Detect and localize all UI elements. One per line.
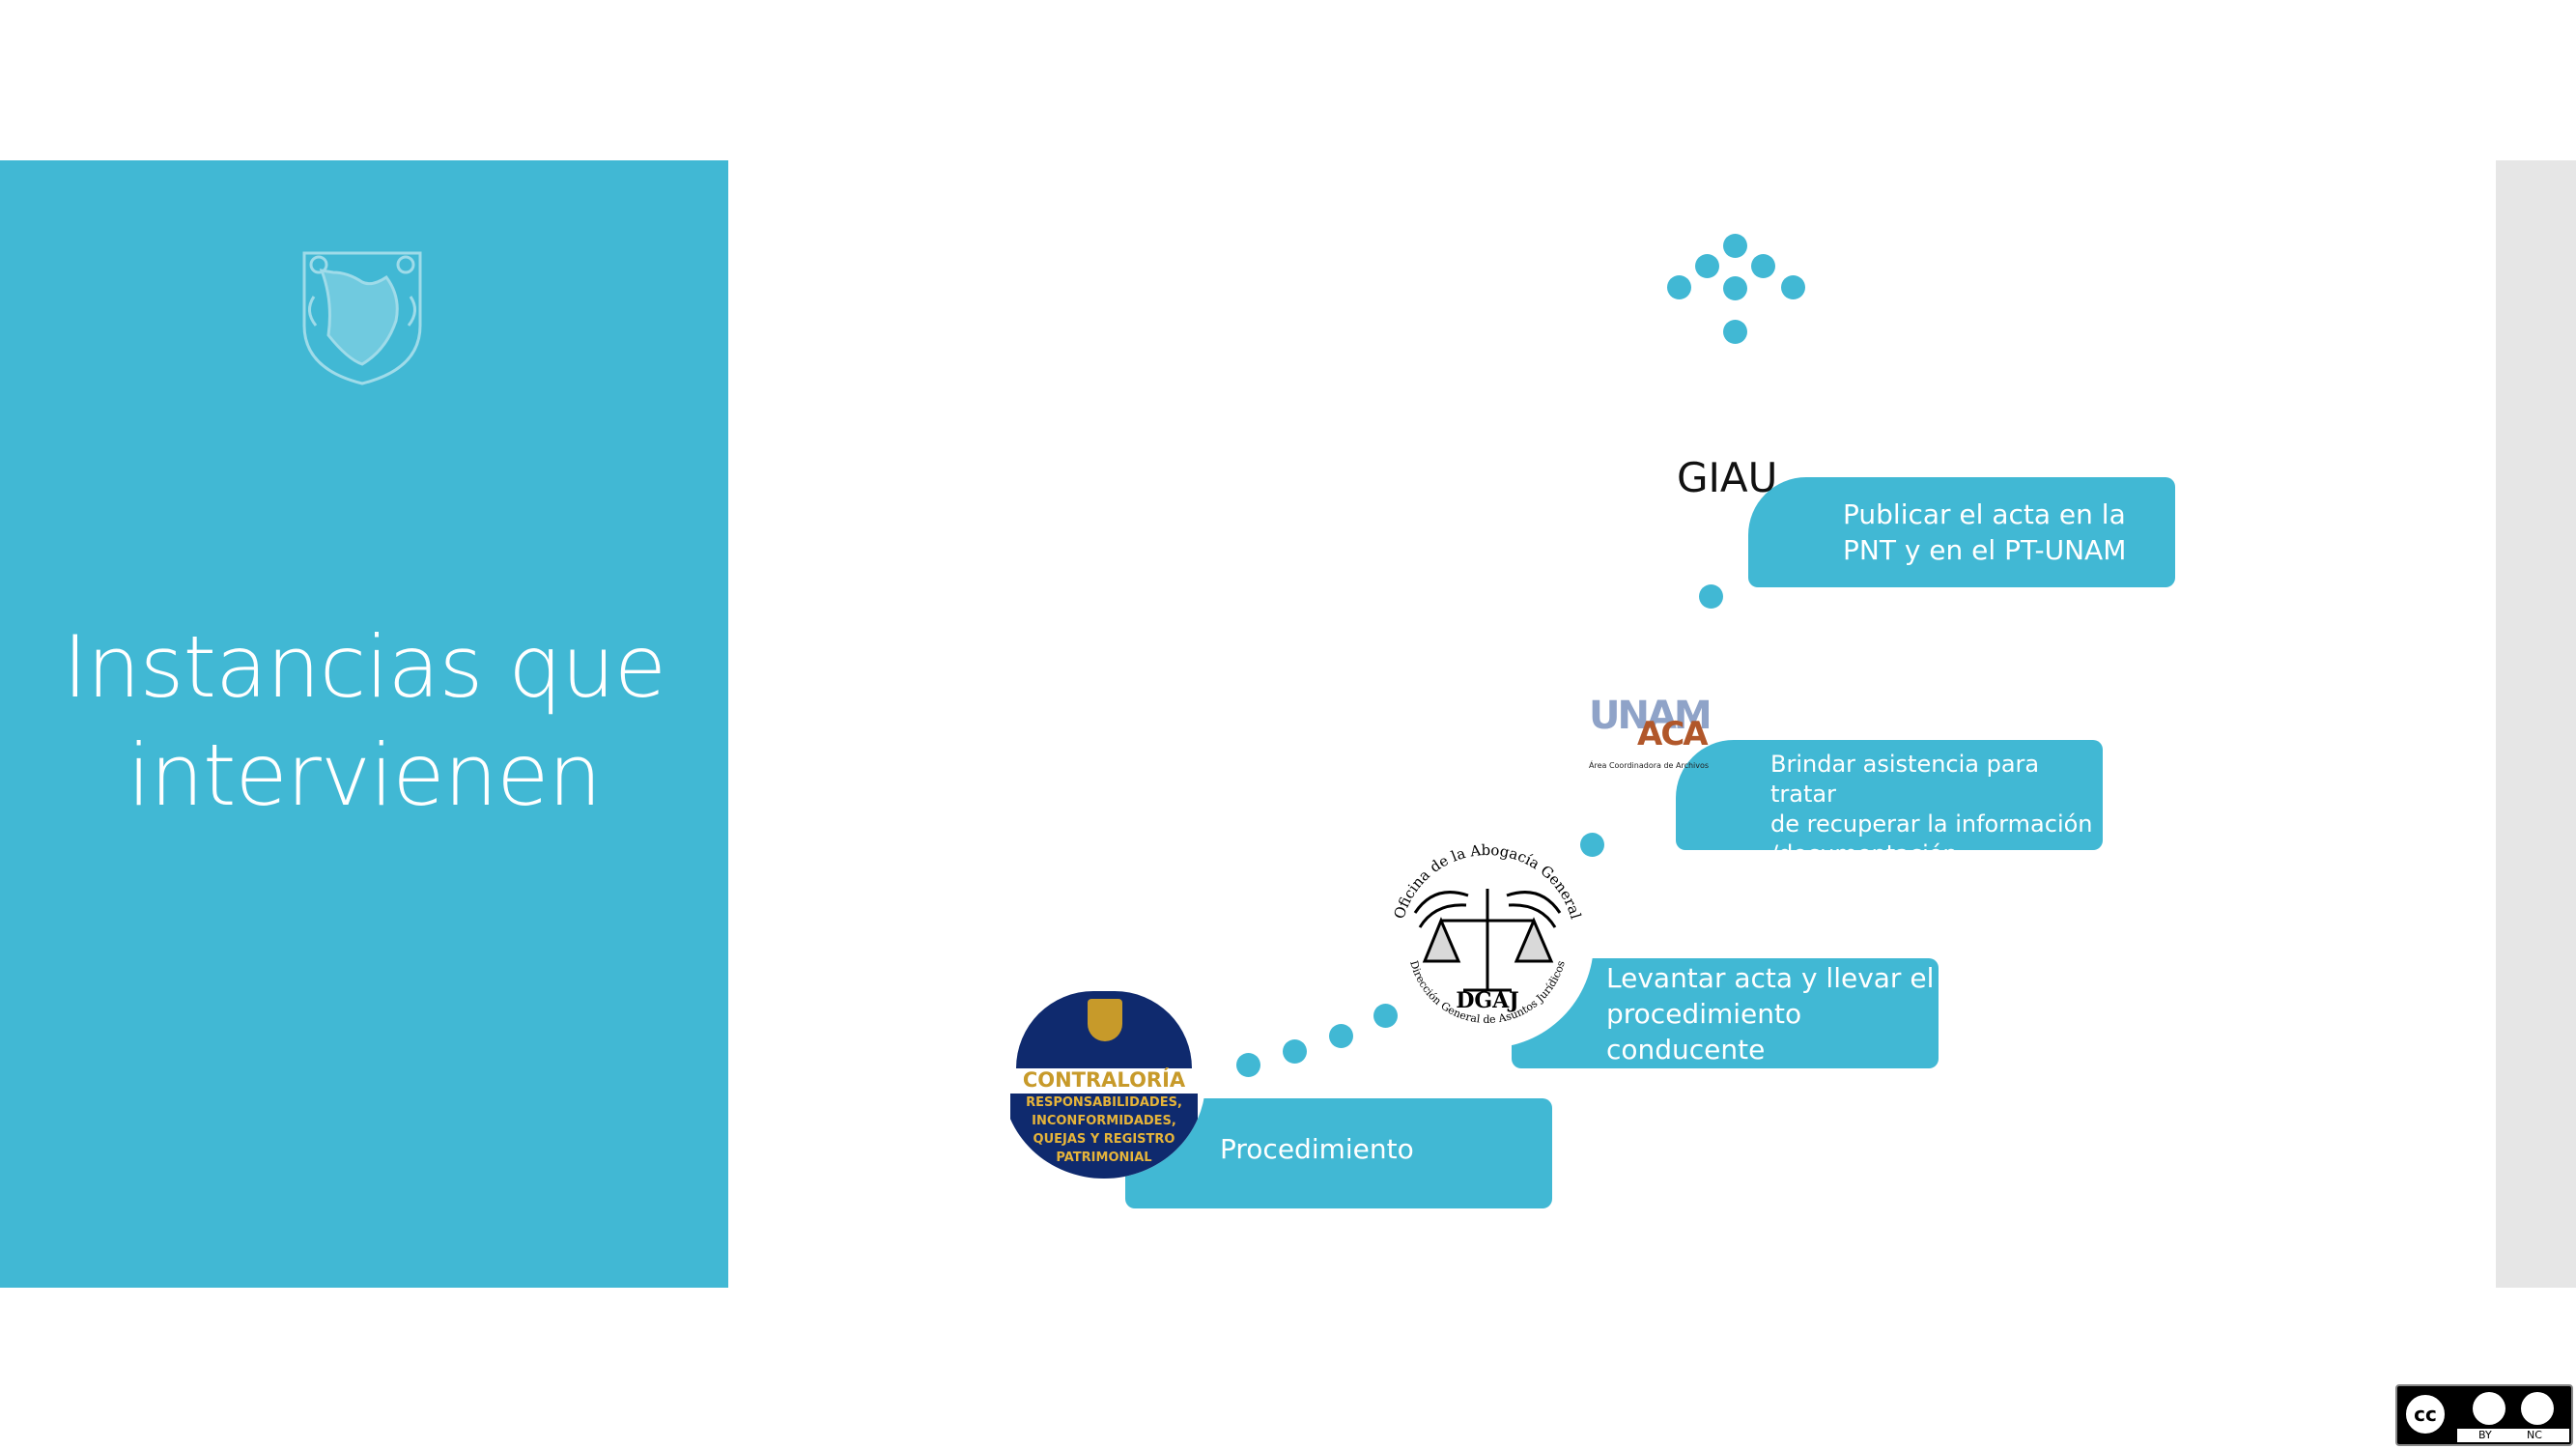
arrow-dot bbox=[1751, 254, 1775, 278]
nc-dollar-icon bbox=[2521, 1392, 2554, 1425]
license-by-label: BY bbox=[2478, 1429, 2492, 1441]
step-label: Procedimiento bbox=[1220, 1133, 1414, 1165]
contraloria-line: QUEJAS Y REGISTRO bbox=[1033, 1132, 1175, 1147]
dgaj-logo: Oficina de la Abogacía General Dirección… bbox=[1381, 836, 1594, 1048]
arrow-dot bbox=[1723, 276, 1747, 300]
arrow-dot bbox=[1723, 234, 1747, 258]
right-edge-strip bbox=[2496, 160, 2576, 1288]
connector-dot bbox=[1283, 1039, 1307, 1064]
contraloria-line: PATRIMONIAL bbox=[1056, 1151, 1152, 1165]
arrow-dot bbox=[1781, 275, 1805, 299]
cc-icon: cc bbox=[2403, 1392, 2448, 1436]
contraloria-logo: CONTRALORÍA RESPONSABILIDADES, INCONFORM… bbox=[1003, 985, 1205, 1179]
connector-dot bbox=[1580, 833, 1604, 857]
connector-dot bbox=[1329, 1024, 1353, 1048]
giau-label: GIAU bbox=[1677, 454, 1778, 501]
arrow-dot bbox=[1667, 275, 1691, 299]
aca-word-aca: ACA bbox=[1637, 715, 1709, 753]
unam-seal-icon bbox=[302, 251, 422, 385]
aca-logo: UNAM ACA Área Coordinadora de Archivos bbox=[1589, 694, 1734, 781]
aca-word-unam: UNAM bbox=[1589, 694, 1713, 738]
step-label: Publicar el acta en la PNT y en el PT-UN… bbox=[1843, 498, 2127, 566]
contraloria-line: INCONFORMIDADES, bbox=[1032, 1114, 1176, 1128]
license-nc-label: NC bbox=[2527, 1429, 2542, 1441]
by-person-icon bbox=[2473, 1392, 2505, 1425]
unam-shield-icon bbox=[1088, 999, 1122, 1041]
contraloria-line: RESPONSABILIDADES, bbox=[1026, 1095, 1182, 1110]
connector-dot bbox=[1373, 1004, 1398, 1028]
arrow-dot bbox=[1723, 320, 1747, 344]
scales-of-justice-icon: Oficina de la Abogacía General Dirección… bbox=[1390, 841, 1584, 1026]
aca-caption: Área Coordinadora de Archivos bbox=[1589, 761, 1710, 770]
step-publicar: Publicar el acta en la PNT y en el PT-UN… bbox=[1748, 477, 2175, 587]
slide-title: Instancias que intervienen bbox=[29, 613, 699, 830]
title-line-2: intervienen bbox=[127, 725, 602, 825]
step-levantar-acta: Levantar acta y llevar el procedimiento … bbox=[1512, 958, 1939, 1068]
title-line-1: Instancias que bbox=[62, 617, 666, 717]
connector-dot bbox=[1699, 584, 1723, 609]
cc-license-badge: cc BY NC bbox=[2395, 1384, 2573, 1446]
connector-dot bbox=[1236, 1053, 1260, 1077]
step-brindar-asistencia: Brindar asistencia para tratar de recupe… bbox=[1676, 740, 2103, 867]
svg-text:DGAJ: DGAJ bbox=[1456, 988, 1518, 1013]
step-label: Brindar asistencia para tratar de recupe… bbox=[1770, 751, 2093, 867]
arrow-dot bbox=[1695, 254, 1719, 278]
contraloria-title: CONTRALORÍA bbox=[1022, 1068, 1186, 1092]
step-label: Levantar acta y llevar el procedimiento … bbox=[1606, 962, 1935, 1065]
